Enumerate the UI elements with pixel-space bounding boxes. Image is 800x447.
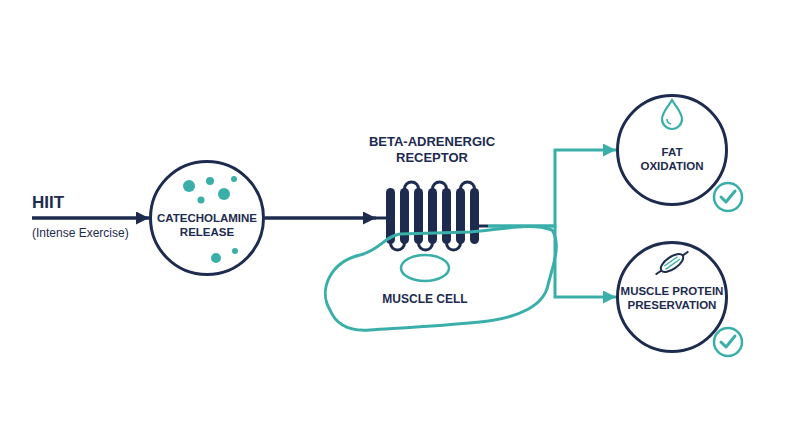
helix: [442, 188, 451, 244]
muscle-icon: [652, 247, 692, 280]
receptor-tail: [478, 225, 488, 228]
tendon: [683, 252, 689, 256]
flow-arrow: [32, 216, 149, 220]
helix-loop: [405, 182, 419, 189]
start-title: HIIT: [32, 194, 162, 212]
molecule-dot: [211, 253, 221, 263]
helix: [428, 188, 437, 244]
cell-label: MUSCLE CELL: [325, 292, 525, 306]
droplet-icon: [662, 100, 682, 129]
molecule-dot: [231, 176, 237, 182]
muscle-cell: BETA-ADRENERGIC RECEPTOR MUSCLE CELL: [318, 132, 562, 337]
molecule-dot: [198, 197, 205, 204]
molecule-dot: [218, 188, 230, 200]
receptor-symbol: [376, 182, 488, 250]
circle-border: [618, 243, 727, 352]
droplet-highlight: [667, 119, 671, 124]
helix: [400, 188, 409, 244]
start-subtitle: (Intense Exercise): [32, 226, 162, 240]
flow-arrow: [265, 216, 376, 220]
badge-circle: [714, 328, 742, 356]
branch-arrow: [488, 226, 616, 297]
molecule-dot: [183, 180, 195, 192]
cell-nucleus: [401, 255, 449, 281]
receptor-tail: [376, 217, 387, 220]
helix-loop: [419, 243, 433, 250]
helix: [456, 188, 465, 244]
helix: [414, 188, 423, 244]
branch-arrow: [488, 150, 616, 226]
helix-loop: [461, 182, 475, 189]
outcome-circle: MUSCLE PROTEIN PRESERVATION: [616, 241, 728, 353]
receptor-label: BETA-ADRENERGIC RECEPTOR: [332, 134, 532, 165]
check-mark: [721, 336, 735, 347]
node-label: FAT OXIDATION: [629, 146, 715, 174]
start-label: HIIT (Intense Exercise): [32, 194, 162, 244]
molecule-dot: [206, 177, 214, 185]
muscle-fibre: [664, 257, 677, 266]
tendon: [656, 270, 662, 274]
helix-loop: [391, 243, 405, 250]
cell-membrane: [325, 227, 556, 331]
node-label: MUSCLE PROTEIN PRESERVATION: [618, 285, 726, 313]
circle-border: [618, 96, 727, 205]
helix-loop: [433, 182, 447, 189]
process-circle: CATECHOLAMINE RELEASE: [149, 160, 265, 276]
muscle-fibre: [665, 259, 680, 269]
check-mark: [721, 191, 735, 202]
helix-loop: [447, 243, 461, 250]
muscle-belly: [658, 251, 686, 276]
helix: [470, 188, 479, 244]
node-label: CATECHOLAMINE RELEASE: [153, 212, 261, 240]
check-badge: [714, 183, 742, 211]
circle-border: [151, 162, 264, 275]
outcome-circle: FAT OXIDATION: [616, 94, 728, 206]
molecule-dot: [232, 248, 238, 254]
check-badge: [714, 328, 742, 356]
badge-circle: [714, 183, 742, 211]
